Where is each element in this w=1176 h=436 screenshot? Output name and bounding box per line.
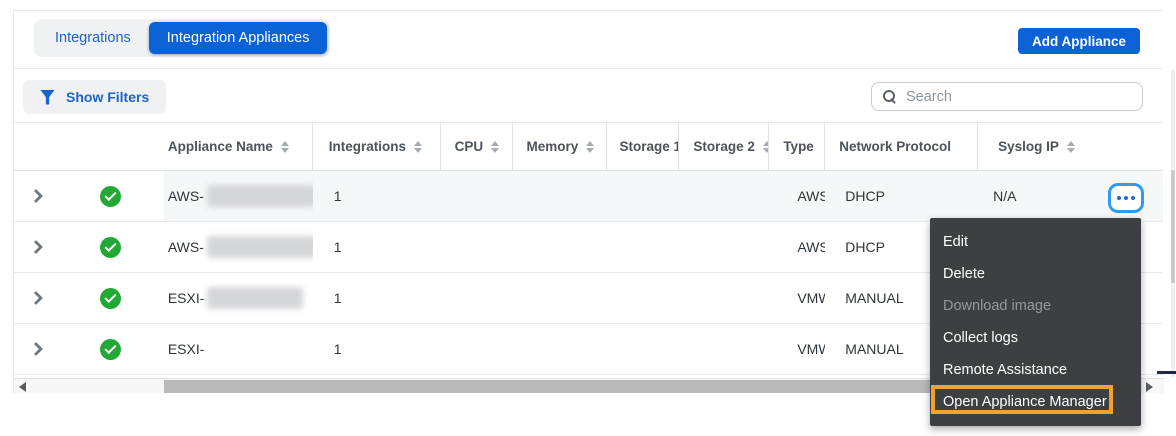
table-header: Appliance Name Integrations CPU Memory S… (14, 123, 1163, 171)
expand-row-chevron-icon[interactable] (28, 290, 44, 306)
header-expander (14, 123, 58, 170)
type-value: VMW (797, 290, 826, 306)
menu-item-remote-assistance[interactable]: Remote Assistance (943, 362, 1068, 378)
expand-row-chevron-icon[interactable] (28, 239, 44, 255)
header-appliance-name[interactable]: Appliance Name (164, 123, 313, 170)
header-memory[interactable]: Memory (513, 123, 608, 170)
sort-icon (280, 140, 289, 153)
storage1-value (607, 273, 679, 323)
memory-value (513, 324, 608, 374)
cpu-value (441, 324, 513, 374)
storage2-value (679, 222, 769, 272)
integrations-count: 1 (333, 341, 342, 357)
status-ok-icon (100, 338, 122, 360)
storage2-value (679, 273, 769, 323)
redacted-name-blur (207, 287, 304, 309)
menu-item-open-appliance-manager[interactable]: Open Appliance Manager (943, 394, 1107, 410)
appliance-name: AWS- (167, 188, 204, 204)
header-network-protocol[interactable]: Network Protocol (825, 123, 979, 170)
memory-value (513, 273, 608, 323)
search-icon (882, 89, 897, 104)
ellipsis-icon (1124, 196, 1128, 200)
menu-item-delete[interactable]: Delete (943, 266, 985, 282)
integrations-count: 1 (333, 239, 342, 255)
ellipsis-icon (1131, 196, 1135, 200)
sort-icon (491, 140, 500, 153)
search-input[interactable] (906, 88, 1142, 105)
tabs-row: Integrations Integration Appliances Add … (14, 11, 1163, 69)
sort-icon (1066, 140, 1075, 153)
vertical-scrollbar-thumb[interactable] (1171, 170, 1175, 283)
appliance-name: ESXI- (167, 290, 205, 306)
status-ok-icon (100, 185, 122, 207)
storage2-value (679, 171, 770, 221)
integrations-count: 1 (312, 171, 441, 221)
expand-row-chevron-icon[interactable] (28, 188, 44, 204)
table-row[interactable]: AWS- 1 AWS DHCP N/A (14, 171, 1163, 222)
appliance-name: ESXI- (167, 341, 205, 357)
integrations-count: 1 (333, 290, 342, 306)
menu-item-collect-logs[interactable]: Collect logs (943, 330, 1018, 346)
network-protocol-value: MANUAL (845, 290, 904, 306)
type-value: AWS (769, 171, 826, 221)
expand-row-chevron-icon[interactable] (28, 341, 44, 357)
content-card: Integrations Integration Appliances Add … (13, 10, 1164, 393)
cpu-value (441, 222, 513, 272)
horizontal-scrollbar-thumb[interactable] (164, 380, 1137, 393)
syslog-ip-value: N/A (978, 171, 1091, 221)
storage1-value (607, 222, 679, 272)
network-protocol-value: DHCP (845, 239, 885, 255)
header-cpu[interactable]: CPU (441, 123, 513, 170)
network-protocol-value: MANUAL (845, 341, 904, 357)
header-storage-1[interactable]: Storage 1 (607, 123, 680, 170)
ellipsis-icon (1117, 196, 1121, 200)
header-status (58, 123, 164, 170)
sort-icon (762, 140, 769, 153)
add-appliance-button[interactable]: Add Appliance (1017, 28, 1140, 54)
menu-item-download-image: Download image (943, 298, 1052, 314)
filter-funnel-icon (40, 89, 55, 105)
sort-icon (413, 140, 422, 153)
row-actions-button[interactable] (1108, 183, 1144, 213)
show-filters-button[interactable]: Show Filters (23, 80, 167, 114)
menu-item-edit[interactable]: Edit (943, 234, 968, 250)
header-type[interactable]: Type (769, 123, 826, 170)
scroll-left-arrow-icon[interactable] (19, 382, 26, 392)
tab-integration-appliances[interactable]: Integration Appliances (148, 22, 328, 54)
header-integrations[interactable]: Integrations (313, 123, 441, 170)
scroll-right-arrow-icon[interactable] (1146, 382, 1153, 392)
storage2-value (679, 324, 769, 374)
show-filters-label: Show Filters (66, 89, 150, 105)
sort-icon (586, 140, 595, 153)
type-value: VMW (797, 341, 826, 357)
cpu-value (441, 273, 513, 323)
tab-integrations[interactable]: Integrations (55, 30, 131, 46)
type-value: AWS (797, 239, 826, 255)
cpu-value (440, 171, 513, 221)
storage1-value (607, 171, 680, 221)
search-box (871, 82, 1143, 111)
appliance-name: AWS- (167, 239, 204, 255)
redacted-name-blur (206, 236, 313, 258)
row-actions-menu: Edit Delete Download image Collect logs … (930, 218, 1141, 426)
header-storage-2[interactable]: Storage 2 (679, 123, 770, 170)
storage1-value (607, 324, 679, 374)
tab-group: Integrations Integration Appliances (34, 19, 331, 57)
dark-edge-line (1157, 371, 1176, 374)
header-syslog-ip[interactable]: Syslog IP (978, 123, 1090, 170)
memory-value (513, 222, 608, 272)
status-ok-icon (100, 236, 122, 258)
horizontal-scrollbar[interactable] (14, 378, 1164, 393)
filter-row: Show Filters (14, 69, 1163, 123)
header-actions (1090, 123, 1163, 170)
status-ok-icon (100, 287, 122, 309)
network-protocol-value: DHCP (825, 171, 979, 221)
memory-value (512, 171, 608, 221)
redacted-name-blur (206, 185, 313, 207)
